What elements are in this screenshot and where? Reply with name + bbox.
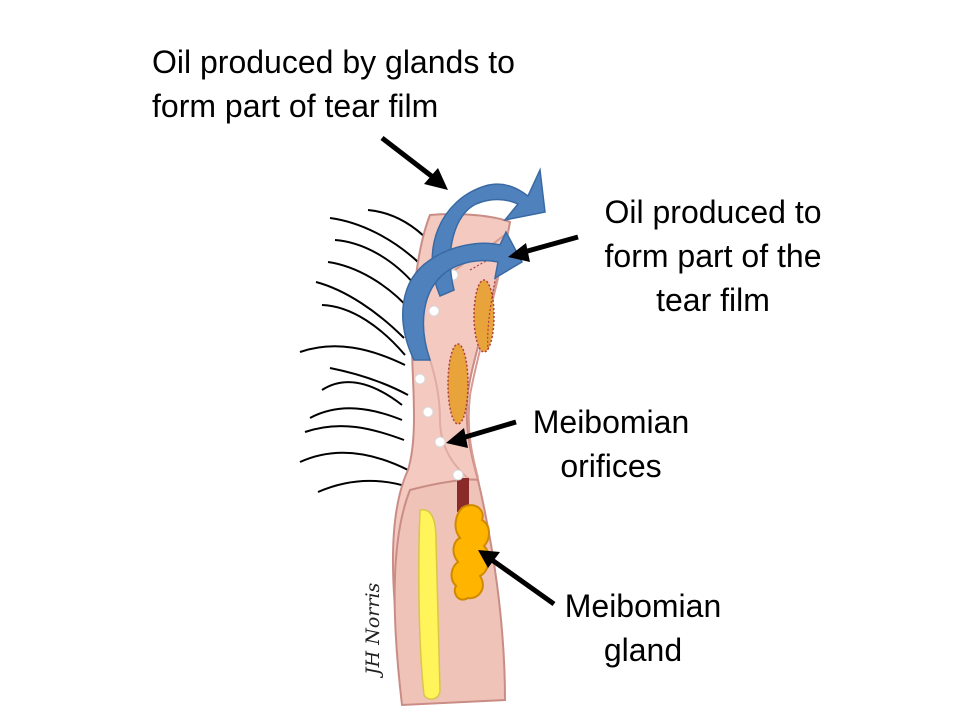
oil-flow-arrows: [402, 167, 546, 361]
orifice-dot: [428, 305, 440, 317]
eyelash: [334, 239, 416, 286]
arrow-oil-tear-head: [508, 243, 530, 262]
orifice-dot: [422, 406, 434, 418]
orifice-dot: [434, 436, 446, 448]
meibomian-gland: [450, 504, 491, 601]
eyelashes: [299, 209, 429, 493]
label-oil-produced-tear-film: Oil produced to form part of the tear fi…: [604, 194, 822, 318]
eyelash: [321, 381, 403, 406]
meibomian-duct: [457, 478, 469, 512]
eyelash: [321, 304, 406, 356]
label-meibomian-orifices: Meibomian orifices: [532, 404, 690, 484]
arrow-oil-glands-line: [380, 136, 436, 180]
arrow-oil-glands-head: [424, 168, 448, 190]
eyelash: [304, 425, 405, 441]
eyelash: [329, 367, 409, 396]
oil-arrow-upper: [431, 167, 546, 297]
author-signature: JH Norris: [362, 582, 384, 675]
pointer-arrows: [380, 136, 579, 607]
eyelash: [299, 451, 409, 471]
eyelash: [309, 407, 403, 421]
orifice-dot: [414, 373, 426, 385]
eyelash: [299, 345, 406, 366]
arrow-orifices-line: [461, 419, 517, 441]
oil-arrow-lower: [402, 230, 523, 361]
eyelash: [329, 217, 419, 263]
meibomian-orifice-pockets: [447, 249, 501, 425]
eyelash: [367, 209, 429, 241]
label-oil-produced-by-glands: Oil produced by glands to form part of t…: [152, 44, 515, 124]
eyelash: [315, 281, 405, 339]
label-meibomian-gland: Meibomian gland: [564, 588, 722, 668]
arrow-gland-line: [490, 557, 556, 607]
eyelash: [317, 480, 413, 493]
arrow-orifices-head: [446, 428, 468, 448]
arrow-oil-tear-line: [523, 234, 579, 255]
orifice-dot: [452, 469, 464, 481]
arrow-gland-head: [478, 550, 500, 568]
tarsal-plate: [418, 509, 441, 700]
